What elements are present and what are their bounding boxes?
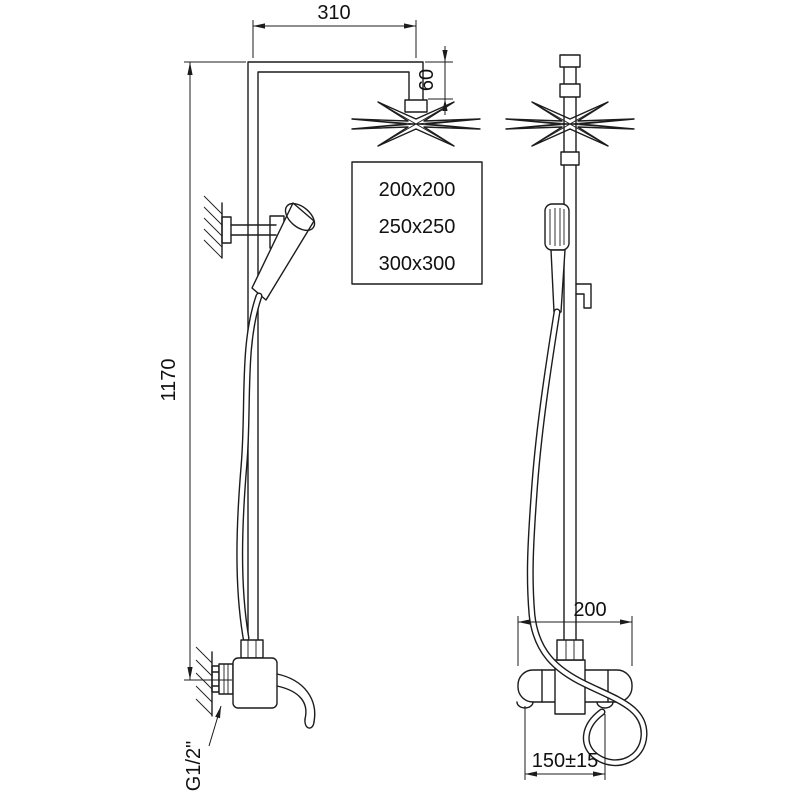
hand-shower-handle — [550, 249, 566, 313]
dimensions: 1170 310 60 200 — [158, 2, 633, 791]
thread-size-callout: G1/2" — [183, 705, 222, 791]
dimension-supply-spacing: 150±15 — [524, 706, 606, 780]
wall-bracket-upper — [203, 195, 285, 259]
supply-connection-right — [596, 701, 614, 709]
pipe-top-cap — [559, 54, 581, 68]
head-size-options-box: 200x200 250x250 300x300 — [351, 161, 483, 285]
dimension-top-width: 310 — [252, 2, 417, 58]
side-view — [195, 61, 481, 729]
dim-top-width-label: 310 — [317, 2, 350, 24]
diverter-knob-side — [240, 639, 264, 659]
head-connector-nut — [404, 99, 428, 113]
dim-total-height-label: 1170 — [158, 358, 180, 401]
riser-pipe-side — [247, 61, 428, 641]
hand-shower-holder — [575, 283, 592, 309]
head-size-option-2: 250x250 — [379, 216, 456, 238]
hand-shower-face — [284, 202, 316, 232]
pipe-fitting-upper — [559, 83, 581, 98]
shower-hose-side — [236, 292, 263, 642]
dimension-head-drop: 60 — [416, 46, 453, 115]
front-view — [505, 54, 648, 767]
mixer-body-side — [232, 657, 278, 709]
dim-mixer-width-label: 200 — [573, 599, 606, 621]
overhead-shower-front — [505, 101, 635, 147]
hand-shower-head — [544, 203, 570, 251]
dim-supply-spacing-label: 150±15 — [532, 750, 599, 772]
shower-hose-front — [526, 308, 648, 767]
riser-pipe-front — [559, 54, 581, 643]
head-size-option-1: 200x200 — [379, 179, 456, 201]
eccentric-nut — [218, 663, 234, 695]
hand-shower-front — [544, 203, 592, 313]
mixer-lever — [276, 673, 316, 723]
diverter-knob-front — [556, 639, 584, 661]
hand-shower-side — [251, 202, 316, 301]
head-size-option-3: 300x300 — [379, 253, 456, 275]
thread-size-label: G1/2" — [183, 741, 205, 791]
dimension-mixer-width: 200 — [517, 599, 633, 666]
dimension-total-height: 1170 — [158, 61, 246, 681]
pipe-fitting-below-head — [560, 151, 580, 166]
wall-flange — [211, 665, 220, 693]
mixer-side — [195, 639, 316, 729]
dim-head-drop-label: 60 — [416, 69, 438, 91]
